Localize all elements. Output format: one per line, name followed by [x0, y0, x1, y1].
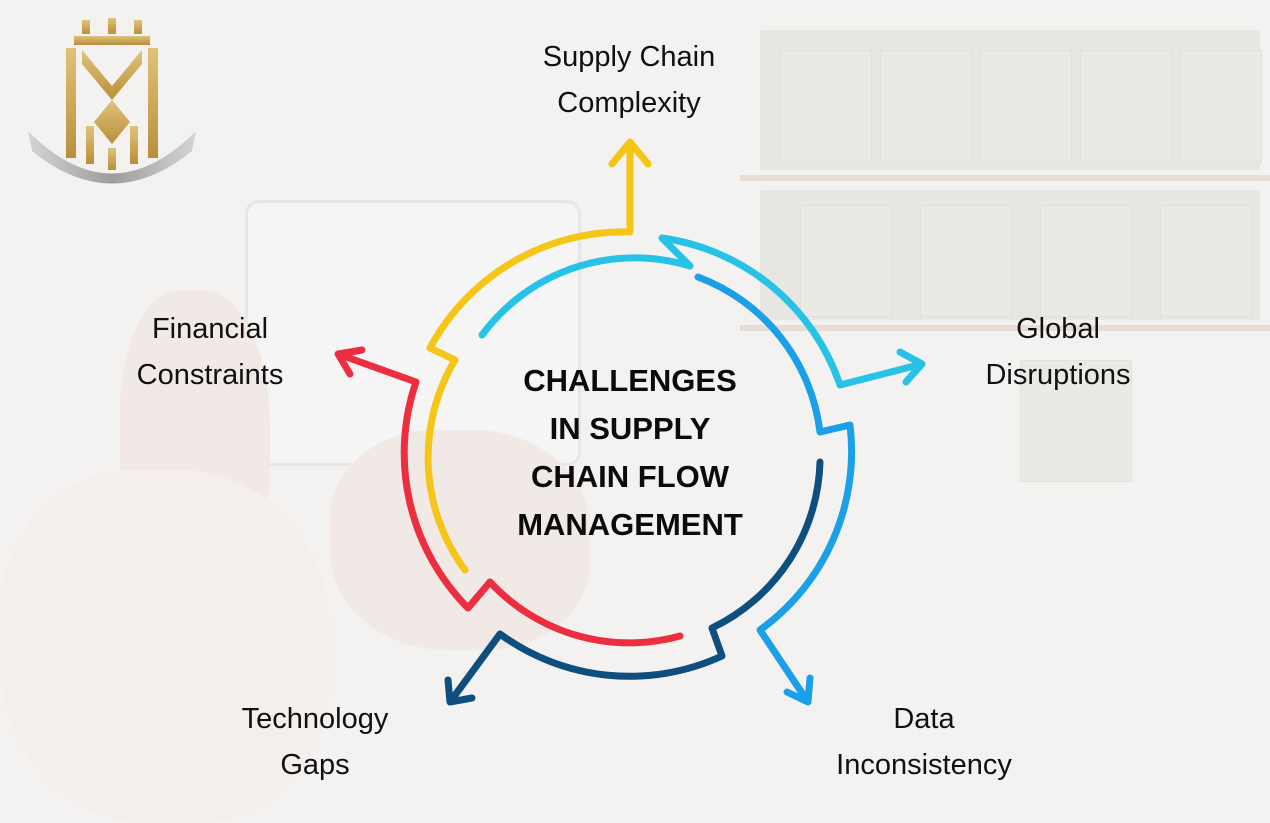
label-line: Financial — [151, 313, 269, 345]
label-line: Supply Chain — [542, 41, 716, 73]
label-line: Complexity — [557, 87, 701, 119]
label-line: Disruptions — [985, 359, 1131, 391]
label-line: Global — [1016, 313, 1100, 345]
label-line: Constraints — [136, 359, 284, 391]
label-line: Inconsistency — [836, 749, 1012, 781]
label-global-disruptions: Global Disruptions — [948, 306, 1168, 398]
cycle-arc-financial-constraints — [334, 346, 684, 647]
cycle-arc-technology-gaps — [444, 458, 824, 706]
label-line: Technology — [241, 703, 389, 735]
center-title-line: MANAGEMENT — [517, 507, 743, 542]
label-data-inconsistency: Data Inconsistency — [796, 696, 1052, 788]
center-title-line: CHALLENGES — [523, 363, 737, 398]
label-line: Data — [893, 703, 955, 735]
crown-monogram-logo — [28, 18, 196, 184]
cycle-arc-supply-chain-complexity — [424, 138, 652, 574]
label-financial-constraints: Financial Constraints — [100, 306, 320, 398]
cycle-arc-data-inconsistency — [694, 273, 856, 706]
center-title: CHALLENGES IN SUPPLY CHAIN FLOW MANAGEME… — [470, 357, 790, 549]
label-technology-gaps: Technology Gaps — [200, 696, 430, 788]
label-supply-chain-complexity: Supply Chain Complexity — [500, 34, 758, 126]
center-title-line: CHAIN FLOW — [530, 459, 730, 494]
cycle-arc-global-disruptions — [478, 234, 926, 389]
label-line: Gaps — [280, 749, 350, 781]
center-title-line: IN SUPPLY — [549, 411, 711, 446]
